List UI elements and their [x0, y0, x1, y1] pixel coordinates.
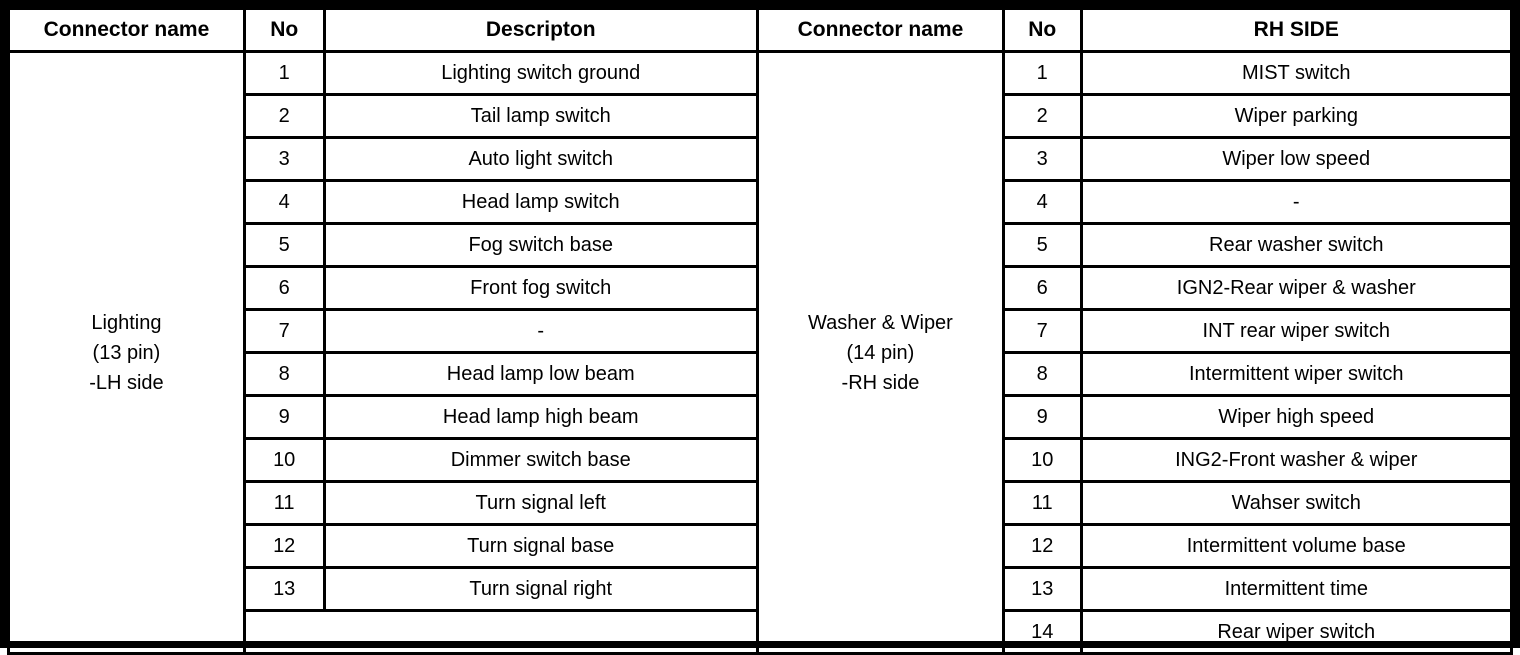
- table-row: 11 Turn signal left 11 Wahser switch: [9, 480, 1514, 526]
- header-connector-name-right: Connector name: [755, 7, 1005, 53]
- header-no-left: No: [242, 7, 326, 53]
- pin-description: Dimmer switch base: [322, 437, 759, 483]
- pin-number: 3: [242, 136, 326, 182]
- pin-number: 7: [242, 308, 326, 354]
- pin-number: 12: [1001, 523, 1083, 569]
- connector-pin-count: (13 pin): [92, 341, 161, 364]
- pin-number: 1: [1001, 50, 1083, 96]
- pin-description: Lighting switch ground: [322, 50, 759, 96]
- pin-number: 12: [242, 523, 326, 569]
- pin-number: 3: [1001, 136, 1083, 182]
- pin-description: Rear wiper switch: [1079, 609, 1514, 655]
- connector-name-line: Washer & Wiper: [808, 311, 953, 334]
- pin-number: 8: [242, 351, 326, 397]
- pin-number: 4: [1001, 179, 1083, 225]
- pin-description: Intermittent wiper switch: [1079, 351, 1514, 397]
- pin-number: 11: [1001, 480, 1083, 526]
- pin-description: Intermittent time: [1079, 566, 1514, 612]
- connector-pin-count: (14 pin): [846, 341, 915, 364]
- connector-name-cell-washer-wiper: Washer & Wiper (14 pin) -RH side: [755, 50, 1005, 655]
- connector-side-label: -RH side: [841, 371, 920, 394]
- pin-description: Turn signal left: [322, 480, 759, 526]
- pin-number: 4: [242, 179, 326, 225]
- table-row: 6 Front fog switch 6 IGN2-Rear wiper & w…: [9, 265, 1514, 311]
- pin-description: -: [1079, 179, 1514, 225]
- table-row: 4 Head lamp switch 4 -: [9, 179, 1514, 225]
- pin-description: Head lamp low beam: [322, 351, 759, 397]
- connector-name-cell-lighting: Lighting (13 pin) -LH side: [7, 50, 246, 655]
- table-row: 10 Dimmer switch base 10 ING2-Front wash…: [9, 437, 1514, 483]
- table-row: 7 - 7 INT rear wiper switch: [9, 308, 1514, 354]
- pin-description: Turn signal right: [322, 566, 759, 612]
- pin-description: -: [322, 308, 759, 354]
- pin-number: 13: [242, 566, 326, 612]
- header-rh-side: RH SIDE: [1079, 7, 1514, 53]
- header-no-right: No: [1001, 7, 1083, 53]
- pin-description: Head lamp high beam: [322, 394, 759, 440]
- pin-number: 6: [242, 265, 326, 311]
- pin-description: Rear washer switch: [1079, 222, 1514, 268]
- pin-description: Wiper low speed: [1079, 136, 1514, 182]
- pin-description: MIST switch: [1079, 50, 1514, 96]
- pin-description: Wiper parking: [1079, 93, 1514, 139]
- pin-number: 5: [242, 222, 326, 268]
- pin-description: Turn signal base: [322, 523, 759, 569]
- pin-description: Wahser switch: [1079, 480, 1514, 526]
- pin-description: Auto light switch: [322, 136, 759, 182]
- pin-description: IGN2-Rear wiper & washer: [1079, 265, 1514, 311]
- pin-number: 13: [1001, 566, 1083, 612]
- pin-number: 2: [242, 93, 326, 139]
- pin-number: 8: [1001, 351, 1083, 397]
- pin-description: INT rear wiper switch: [1079, 308, 1514, 354]
- pin-number: 6: [1001, 265, 1083, 311]
- table-row: 9 Head lamp high beam 9 Wiper high speed: [9, 394, 1514, 440]
- table-row: 12 Turn signal base 12 Intermittent volu…: [9, 523, 1514, 569]
- pin-number: 1: [242, 50, 326, 96]
- table-row: 13 Turn signal right 13 Intermittent tim…: [9, 566, 1514, 612]
- connector-pin-table: Connector name No Descripton Connector n…: [7, 7, 1514, 655]
- connector-name-line: Lighting: [91, 311, 162, 334]
- empty-cell: [242, 609, 759, 655]
- table-row: 3 Auto light switch 3 Wiper low speed: [9, 136, 1514, 182]
- pin-number: 5: [1001, 222, 1083, 268]
- pin-number: 10: [1001, 437, 1083, 483]
- pin-number: 9: [1001, 394, 1083, 440]
- header-row: Connector name No Descripton Connector n…: [7, 7, 1514, 53]
- pin-description: Intermittent volume base: [1079, 523, 1514, 569]
- table-row: 5 Fog switch base 5 Rear washer switch: [9, 222, 1514, 268]
- pin-number: 9: [242, 394, 326, 440]
- pin-description: Front fog switch: [322, 265, 759, 311]
- pin-description: Head lamp switch: [322, 179, 759, 225]
- pin-description: Tail lamp switch: [322, 93, 759, 139]
- pin-description: Wiper high speed: [1079, 394, 1514, 440]
- table-row: Lighting (13 pin) -LH side 1 Lighting sw…: [7, 50, 1514, 655]
- header-description: Descripton: [322, 7, 759, 53]
- table-row: 14 Rear wiper switch: [9, 609, 1514, 655]
- table-row: 2 Tail lamp switch 2 Wiper parking: [9, 93, 1514, 139]
- connector-side-label: -LH side: [89, 371, 164, 394]
- pin-description: ING2-Front washer & wiper: [1079, 437, 1514, 483]
- table-row: 8 Head lamp low beam 8 Intermittent wipe…: [9, 351, 1514, 397]
- header-connector-name-left: Connector name: [7, 7, 246, 53]
- pin-number: 7: [1001, 308, 1083, 354]
- pin-number: 11: [242, 480, 326, 526]
- pin-number: 2: [1001, 93, 1083, 139]
- pin-description: Fog switch base: [322, 222, 759, 268]
- pin-number: 10: [242, 437, 326, 483]
- pin-number: 14: [1001, 609, 1083, 655]
